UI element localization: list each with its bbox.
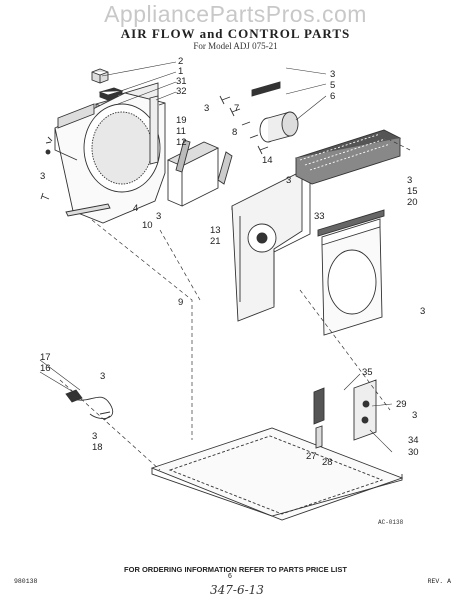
part-wire-harness — [65, 389, 113, 421]
callout-label: 10 — [142, 220, 153, 231]
callout-label: 4 — [133, 203, 139, 214]
callout-label: 3 — [92, 431, 98, 442]
callout-label: 3 — [204, 103, 210, 114]
callout-label: 9 — [178, 297, 184, 308]
callout-label: 8 — [232, 127, 238, 138]
callout-label: 28 — [322, 457, 333, 468]
leader-lines — [59, 139, 411, 471]
callout-label: 17 — [40, 352, 51, 363]
callout-label: 35 — [362, 367, 373, 378]
callout-label: 31 — [176, 76, 187, 87]
diagram-subtitle: For Model ADJ 075-21 — [193, 41, 278, 51]
callout-label: 1 — [178, 66, 184, 77]
part-damper — [166, 139, 220, 207]
callout-label: 32 — [176, 86, 187, 97]
callout-label: 19 — [176, 115, 187, 126]
callout-label: 3 — [100, 371, 106, 382]
part-bracket — [149, 95, 159, 165]
callout-label: 3 — [156, 211, 162, 222]
callout-label: 27 — [306, 451, 317, 462]
watermark: AppliancePartsPros.com — [104, 1, 367, 27]
callout-label: 13 — [210, 225, 221, 236]
part-rear-panel — [321, 218, 383, 336]
part-base-pan — [150, 427, 404, 521]
callout-label: 3 — [286, 175, 292, 186]
callout-label: 5 — [330, 80, 336, 91]
part-front-panel — [54, 92, 166, 224]
callout-label: 3 — [40, 171, 46, 182]
part-rail — [317, 209, 385, 237]
part-heater-coil — [294, 129, 402, 185]
callout-label: 15 — [407, 186, 418, 197]
part-side-strip — [65, 203, 111, 217]
callout-label: 20 — [407, 197, 418, 208]
part-control-bracket — [313, 387, 325, 449]
callout-label: 16 — [40, 363, 51, 374]
page-number: 6 — [228, 573, 232, 580]
part-cube — [91, 68, 109, 84]
callout-label: 11 — [176, 126, 186, 137]
diagram-title: AIR FLOW and CONTROL PARTS — [120, 26, 351, 41]
part-switch-plate — [353, 379, 377, 441]
callout-label: 33 — [314, 211, 325, 222]
screws-group — [219, 95, 269, 155]
callout-label: 3 — [412, 410, 418, 421]
callout-label: 30 — [408, 447, 419, 458]
callout-label: 29 — [396, 399, 407, 410]
callout-label: 3 — [407, 175, 413, 186]
callout-label: 3 — [330, 69, 336, 80]
ordering-note: FOR ORDERING INFORMATION REFER TO PARTS … — [124, 565, 347, 574]
revision-label: REV. A — [427, 578, 451, 585]
callout-label: 6 — [330, 91, 336, 102]
callout-label: 12 — [176, 137, 187, 148]
part-capacitor — [251, 81, 299, 143]
callout-label: 34 — [408, 435, 419, 446]
footer-left-code: 980138 — [14, 578, 38, 585]
callout-label: 14 — [262, 155, 273, 166]
callout-label: 3 — [420, 306, 426, 317]
callout-label: 21 — [210, 236, 221, 247]
handwritten-note: 347-6-13 — [210, 583, 264, 597]
part-shroud — [231, 170, 311, 322]
callout-label: 7 — [234, 103, 240, 114]
screws-left — [40, 136, 53, 200]
callout-label: 18 — [92, 442, 103, 453]
part-lever — [217, 151, 233, 185]
drawing-reference: AC-0138 — [378, 519, 404, 526]
callout-lines — [39, 61, 393, 453]
callout-label: 2 — [178, 56, 184, 67]
